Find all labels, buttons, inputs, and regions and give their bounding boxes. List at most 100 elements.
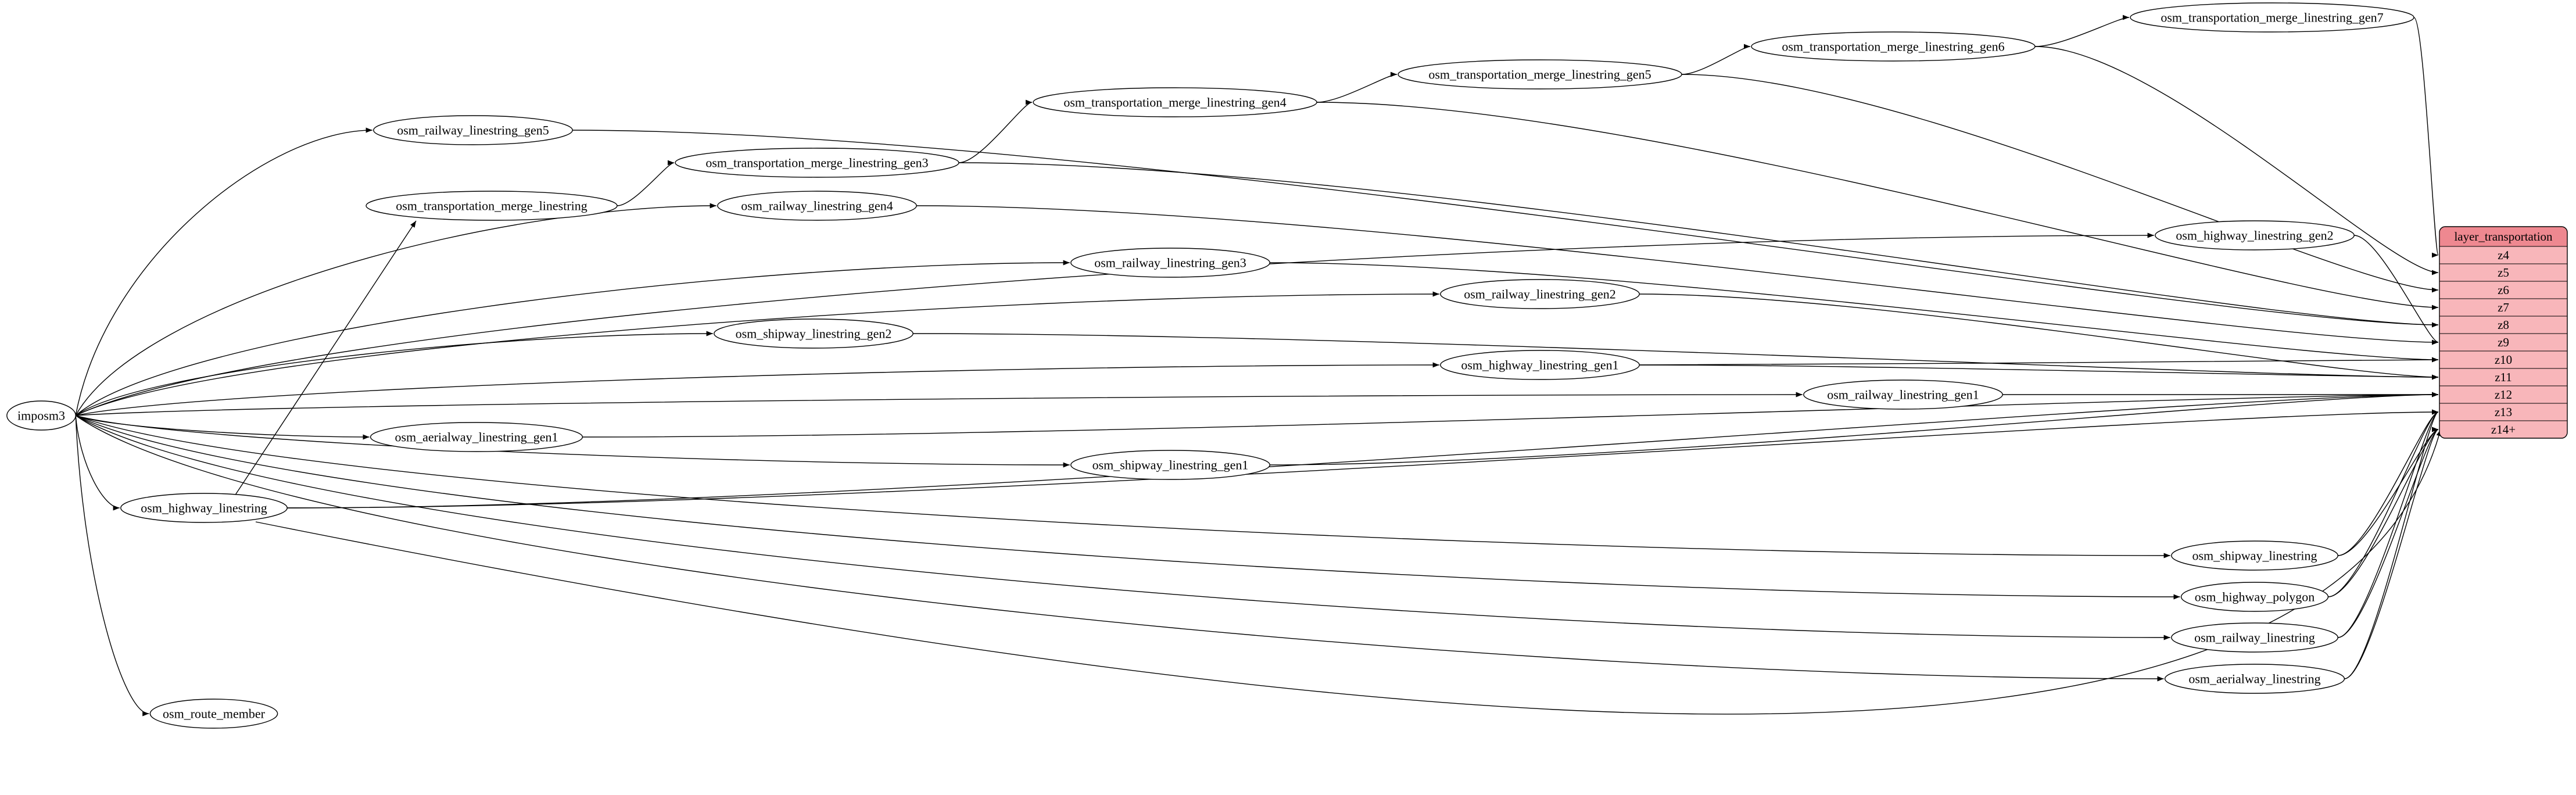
table-node-ellipse (370, 422, 583, 452)
table-node-osm_transportation_merge_linestring_gen3: osm_transportation_merge_linestring_gen3 (675, 148, 959, 178)
table-node-osm_transportation_merge_linestring_gen4: osm_transportation_merge_linestring_gen4 (1033, 87, 1317, 117)
edge-osm_railway_linestring_gen5-to-layer_transportation-z8 (572, 130, 2439, 328)
edge-osm_aerialway_linestring-to-layer_transportation-z13 (2344, 409, 2439, 679)
table-node-osm_railway_linestring_gen4: osm_railway_linestring_gen4 (717, 191, 917, 221)
edge-osm_shipway_linestring_gen1-to-layer_transportation-z12 (1270, 392, 2439, 465)
table-node-label: imposm3 (17, 409, 65, 423)
table-node-label: osm_highway_linestring_gen1 (1461, 358, 1618, 373)
table-node-label: osm_transportation_merge_linestring (396, 199, 587, 213)
edge-osm_transportation_merge_linestring_gen6-to-layer_transportation-z5 (2034, 46, 2439, 275)
table-node-label: osm_shipway_linestring (2192, 549, 2317, 563)
edge-osm_railway_linestring_gen2-to-layer_transportation-z11 (1639, 293, 2439, 380)
edge-osm_highway_linestring-to-layer_transportation-z12 (287, 392, 2439, 508)
table-node-osm_railway_linestring: osm_railway_linestring (2171, 622, 2338, 653)
table-node-ellipse (2180, 582, 2329, 612)
table-node-label: osm_railway_linestring_gen2 (1464, 287, 1616, 302)
edge-osm_highway_polygon-to-layer_transportation-z14+ (2328, 427, 2439, 597)
table-node-ellipse (714, 318, 913, 349)
table-node-imposm3: imposm3 (6, 400, 76, 431)
layer-record-layer_transportation: layer_transportationz4z5z6z7z8z9z10z11z1… (2439, 226, 2568, 439)
table-node-osm_aerialway_linestring: osm_aerialway_linestring (2164, 664, 2345, 694)
record-row-z10: z10 (2495, 353, 2512, 367)
nodes-layer: imposm3 osm_transportation_merge_linestri… (6, 2, 2414, 729)
edge-osm_transportation_merge_linestring_gen6-to-osm_transportation_merge_linestring_gen7 (2034, 15, 2130, 47)
edge-osm_highway_linestring_gen1-to-layer_transportation-z11 (1639, 364, 2439, 380)
edge-osm_transportation_merge_linestring_gen4-to-layer_transportation-z7 (1316, 102, 2439, 310)
record-row-z14+: z14+ (2491, 422, 2516, 436)
table-node-osm_railway_linestring_gen5: osm_railway_linestring_gen5 (373, 115, 573, 145)
edge-imposm3-to-osm_railway_linestring (75, 415, 2170, 640)
edge-osm_aerialway_linestring_gen1-to-layer_transportation-z12 (582, 392, 2439, 438)
table-node-ellipse (1070, 450, 1270, 480)
record-header-bg (2439, 227, 2567, 246)
table-node-ellipse (2130, 2, 2414, 33)
table-node-ellipse (675, 148, 959, 178)
table-node-osm_shipway_linestring: osm_shipway_linestring (2171, 540, 2338, 571)
table-node-osm_railway_linestring_gen2: osm_railway_linestring_gen2 (1440, 279, 1640, 309)
table-node-ellipse (1070, 248, 1270, 278)
table-node-osm_transportation_merge_linestring: osm_transportation_merge_linestring (366, 191, 618, 221)
edge-osm_transportation_merge_linestring_gen5-to-layer_transportation-z6 (1681, 74, 2439, 293)
table-node-label: osm_transportation_merge_linestring_gen4 (1063, 95, 1286, 110)
table-node-ellipse (1440, 279, 1640, 309)
table-node-osm_transportation_merge_linestring_gen7: osm_transportation_merge_linestring_gen7 (2130, 2, 2414, 33)
edge-osm_railway_linestring_gen3-to-layer_transportation-z10 (1270, 262, 2439, 363)
edge-osm_transportation_merge_linestring_gen5-to-osm_transportation_merge_linestring_gen6 (1681, 44, 1751, 75)
edge-osm_shipway_linestring-to-layer_transportation-z13 (2338, 409, 2439, 556)
table-node-osm_highway_linestring_gen1: osm_highway_linestring_gen1 (1440, 350, 1640, 380)
table-node-osm_route_member: osm_route_member (149, 699, 278, 729)
edge-imposm3-to-osm_highway_linestring_gen1 (76, 362, 1439, 416)
edge-osm_shipway_linestring_gen2-to-layer_transportation-z11 (913, 333, 2439, 380)
table-node-label: osm_railway_linestring_gen4 (741, 199, 893, 213)
table-node-osm_transportation_merge_linestring_gen5: osm_transportation_merge_linestring_gen5 (1398, 59, 1682, 89)
edge-imposm3-to-osm_railway_linestring_gen1 (76, 392, 1803, 416)
edge-imposm3-to-osm_aerialway_linestring_gen1 (75, 415, 370, 440)
table-node-label: osm_transportation_merge_linestring_gen5 (1428, 67, 1651, 82)
table-node-label: osm_transportation_merge_linestring_gen3 (705, 156, 928, 170)
table-node-ellipse (2171, 622, 2338, 653)
edge-osm_transportation_merge_linestring_gen3-to-osm_transportation_merge_linestring_gen4 (958, 99, 1033, 163)
table-node-label: osm_transportation_merge_linestring_gen7 (2161, 10, 2383, 25)
table-node-label: osm_route_member (163, 707, 266, 721)
edge-imposm3-to-osm_aerialway_linestring (75, 415, 2164, 682)
edge-imposm3-to-osm_railway_linestring_gen4 (75, 203, 716, 416)
record-row-z11: z11 (2495, 370, 2512, 384)
edge-imposm3-to-osm_railway_linestring_gen2 (75, 291, 1439, 416)
table-node-osm_aerialway_linestring_gen1: osm_aerialway_linestring_gen1 (370, 422, 583, 452)
edge-osm_railway_linestring-to-layer_transportation-z13 (2338, 409, 2439, 638)
table-node-label: osm_shipway_linestring_gen2 (736, 327, 892, 341)
edges-layer (75, 15, 2442, 717)
table-node-ellipse (2155, 220, 2355, 250)
edge-osm_highway_linestring_gen2-to-layer_transportation-z9 (2354, 235, 2439, 345)
table-node-ellipse (366, 191, 618, 221)
record-row-z13: z13 (2495, 405, 2512, 419)
table-node-ellipse (2171, 540, 2338, 571)
table-node-osm_shipway_linestring_gen2: osm_shipway_linestring_gen2 (714, 318, 913, 349)
table-node-label: osm_highway_polygon (2195, 590, 2315, 604)
record-body (2439, 227, 2567, 438)
edge-osm_shipway_linestring-to-layer_transportation-z14+ (2338, 427, 2439, 556)
table-node-label: osm_railway_linestring_gen1 (1827, 388, 1979, 402)
table-node-label: osm_transportation_merge_linestring_gen6 (1782, 40, 2004, 54)
edge-osm_aerialway_linestring-to-layer_transportation-z14+ (2344, 427, 2439, 679)
edge-imposm3-to-osm_railway_linestring_gen3 (75, 260, 1070, 416)
edge-imposm3-to-osm_highway_linestring_gen2 (75, 232, 2154, 416)
table-node-label: osm_railway_linestring_gen5 (397, 123, 549, 138)
table-node-osm_highway_polygon: osm_highway_polygon (2180, 582, 2329, 612)
table-node-ellipse (717, 191, 917, 221)
table-node-ellipse (1751, 31, 2036, 62)
table-node-osm_shipway_linestring_gen1: osm_shipway_linestring_gen1 (1070, 450, 1270, 480)
record-layer: layer_transportationz4z5z6z7z8z9z10z11z1… (2439, 226, 2568, 439)
edge-osm_highway_linestring-to-layer_transportation-z13 (287, 409, 2439, 508)
record-row-z12: z12 (2495, 388, 2512, 402)
edge-imposm3-to-osm_highway_linestring (75, 415, 120, 511)
table-node-ellipse (2164, 664, 2345, 694)
table-node-ellipse (1398, 59, 1682, 89)
table-node-osm_railway_linestring_gen3: osm_railway_linestring_gen3 (1070, 248, 1270, 278)
edge-imposm3-to-osm_route_member (75, 415, 149, 717)
edge-osm_transportation_merge_linestring_gen4-to-osm_transportation_merge_linestring_gen5 (1316, 71, 1398, 103)
edge-osm_highway_polygon-to-layer_transportation-z13 (2328, 409, 2439, 597)
record-border (2439, 226, 2568, 439)
